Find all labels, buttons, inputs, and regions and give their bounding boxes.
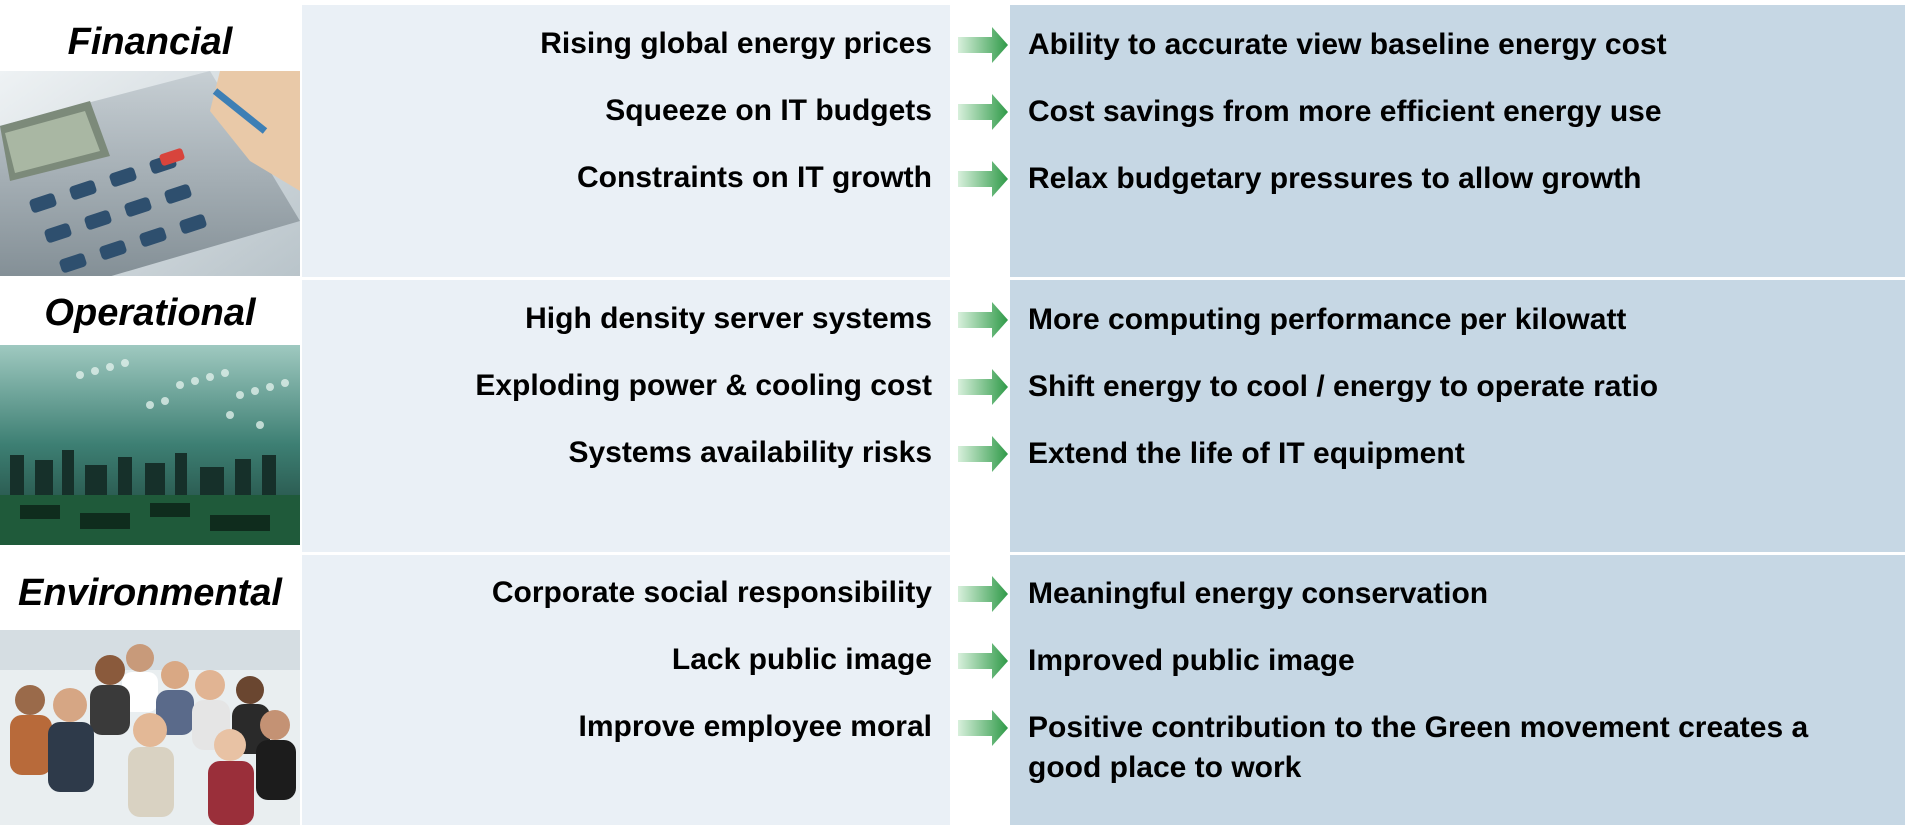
outcome-item: Meaningful energy conservation — [1028, 577, 1489, 610]
category-title: Environmental — [18, 572, 282, 614]
section-financial: Financial — [0, 5, 1905, 277]
circuit-board-photo — [0, 345, 300, 545]
outcome-item: Positive contribution to the Green movem… — [1028, 711, 1809, 784]
outcome-item: Cost savings from more efficient energy … — [1028, 95, 1662, 128]
drivers-column — [302, 5, 950, 277]
calculator-photo — [0, 71, 300, 276]
driver-item: Constraints on IT growth — [577, 161, 932, 194]
outcome-item: More computing performance per kilowatt — [1028, 303, 1627, 336]
driver-item: Improve employee moral — [578, 710, 932, 743]
outcome-item: Ability to accurate view baseline energy… — [1028, 28, 1667, 61]
outcome-item: Shift energy to cool / energy to operate… — [1028, 370, 1659, 403]
outcome-item: Extend the life of IT equipment — [1028, 437, 1465, 470]
right-arrow-icon — [958, 576, 1008, 612]
section-environmental: Environmental — [0, 555, 1905, 825]
driver-item: Corporate social responsibility — [491, 576, 932, 609]
driver-item: Lack public image — [671, 643, 932, 676]
outcomes-column — [1010, 280, 1905, 552]
right-arrow-icon — [958, 436, 1008, 472]
category-cell: Financial — [0, 5, 300, 277]
right-arrow-icon — [958, 710, 1008, 746]
outcome-item: Improved public image — [1028, 644, 1355, 677]
outcome-item: Relax budgetary pressures to allow growt… — [1028, 162, 1642, 195]
drivers-column — [302, 280, 950, 552]
group-of-people-photo — [0, 630, 300, 825]
section-operational: Operational — [0, 280, 1905, 552]
category-title: Operational — [44, 292, 256, 334]
driver-item: Exploding power & cooling cost — [475, 369, 932, 402]
category-cell: Operational — [0, 280, 300, 552]
driver-item: High density server systems — [525, 302, 932, 335]
driver-item: Systems availability risks — [568, 436, 932, 469]
right-arrow-icon — [958, 302, 1008, 338]
right-arrow-icon — [958, 94, 1008, 130]
driver-item: Rising global energy prices — [540, 27, 932, 60]
right-arrow-icon — [958, 369, 1008, 405]
outcomes-column — [1010, 5, 1905, 277]
category-cell: Environmental — [0, 555, 300, 825]
right-arrow-icon — [958, 27, 1008, 63]
category-title: Financial — [67, 21, 233, 63]
right-arrow-icon — [958, 643, 1008, 679]
outcomes-column — [1010, 555, 1905, 825]
drivers-column — [302, 555, 950, 825]
driver-item: Squeeze on IT budgets — [605, 94, 932, 127]
right-arrow-icon — [958, 161, 1008, 197]
